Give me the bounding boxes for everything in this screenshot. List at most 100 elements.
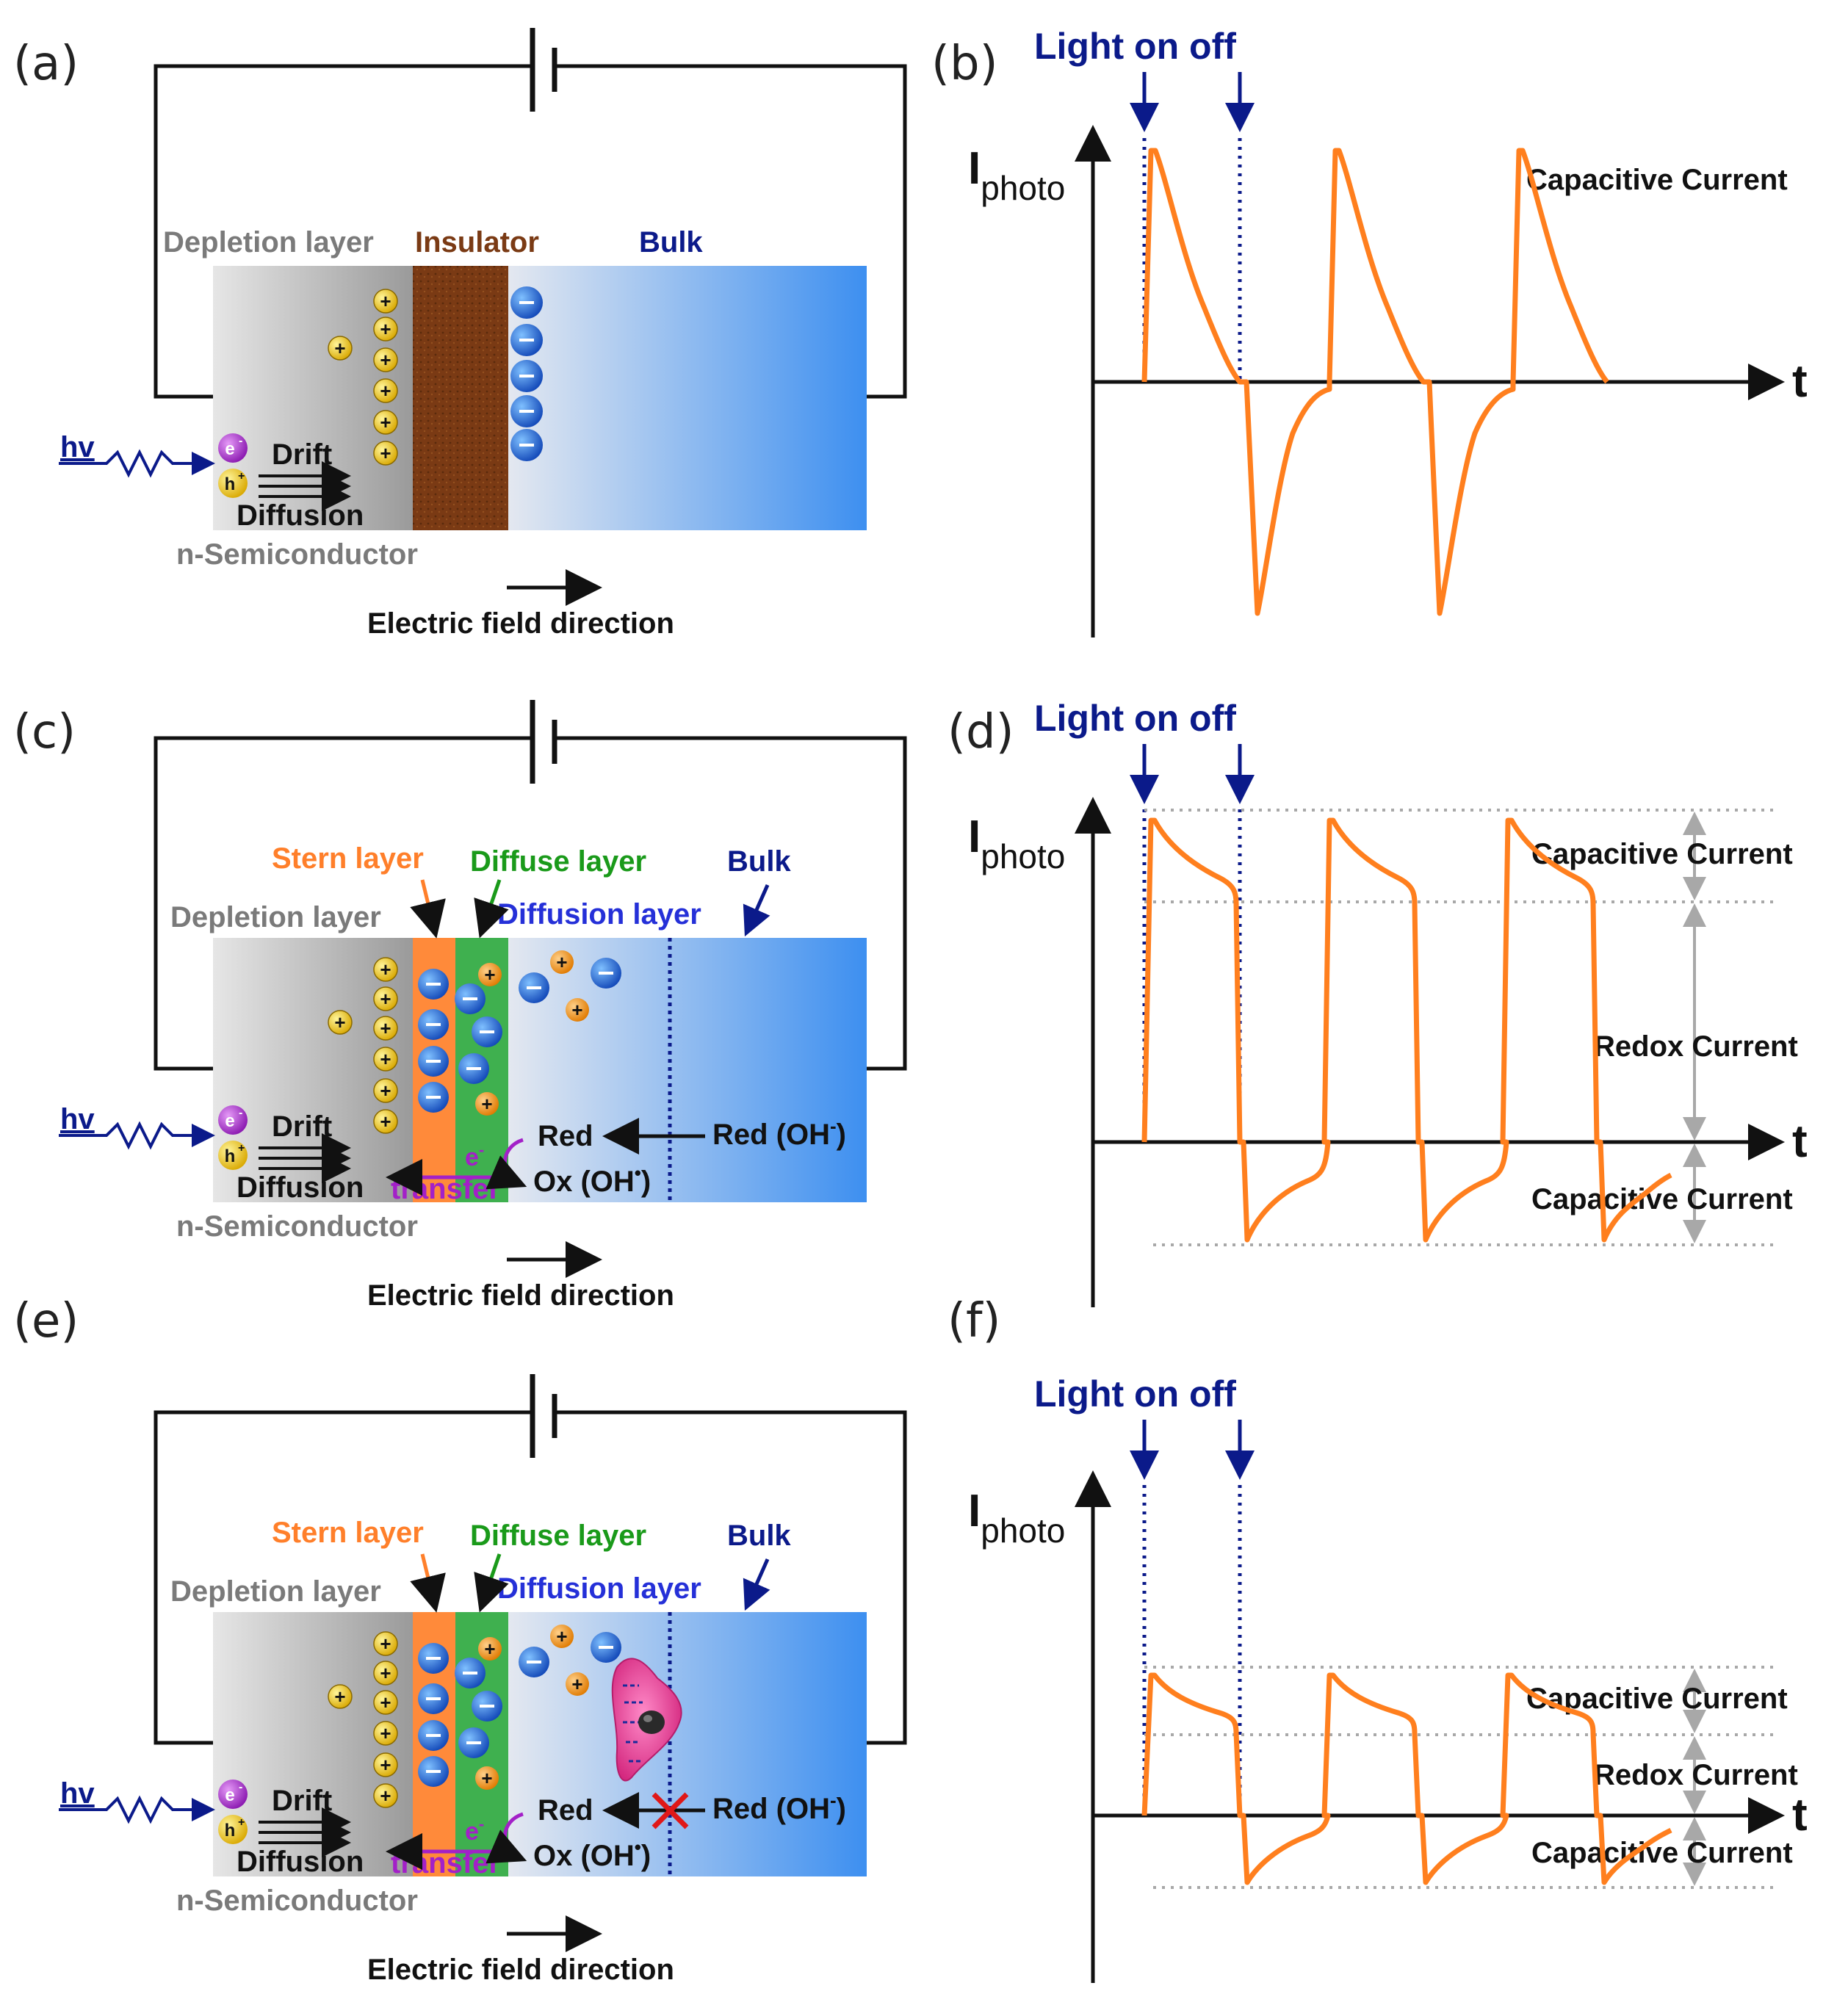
red-label: Red (538, 1120, 593, 1152)
drift-arrows (259, 1807, 351, 1857)
hole-charge: + (373, 378, 398, 403)
svg-text:+: + (380, 988, 391, 1010)
svg-text:+: + (484, 964, 495, 986)
counter-ion: + (475, 1766, 499, 1790)
svg-text:+: + (380, 1080, 391, 1102)
bulk-label: Bulk (727, 845, 791, 878)
electron-charge (418, 969, 449, 1000)
electron-charge (418, 1720, 449, 1751)
hole-charge: + (373, 1631, 398, 1656)
insulator-region (413, 266, 508, 530)
circuit-wire (154, 736, 907, 1071)
bulk-label: Bulk (727, 1520, 791, 1552)
x-axis-label: t (1792, 1116, 1808, 1167)
electron-charge (455, 983, 486, 1014)
hole-symbol: h+ (218, 469, 248, 498)
capacitive-current-top-label: Capacitive Current (1531, 838, 1793, 870)
electron-charge (418, 1009, 449, 1040)
drift-label: Drift (272, 1785, 332, 1817)
circuit-wire (154, 64, 907, 399)
semiconductor-label: n-Semiconductor (176, 538, 418, 571)
panel-a-diagram: Depletion layer Insulator Bulk + + + + +… (59, 28, 907, 640)
electron-symbol: e- (218, 433, 248, 463)
electron-charge (519, 972, 549, 1003)
photon-arrow (59, 1121, 215, 1150)
electron-charge (519, 1647, 549, 1677)
capacitive-current-label: Capacitive Current (1526, 164, 1788, 196)
panel-d-plot: Light on off Iphoto t Capacitive Current… (968, 698, 1808, 1307)
svg-text:+: + (571, 1673, 582, 1695)
diffuse-pointer (474, 879, 509, 939)
hv-label: hv (60, 1777, 95, 1810)
diffusion-label: Diffusion (237, 499, 364, 532)
panel-c-diagram: Stern layer Diffuse layer Bulk Depletion… (59, 700, 907, 1312)
reference-lines (1144, 809, 1777, 1246)
hole-charge: + (373, 441, 398, 466)
reference-lines (1144, 1666, 1777, 1889)
svg-text:+: + (334, 1686, 345, 1708)
electron-charge (510, 395, 543, 427)
svg-text:+: + (380, 380, 391, 402)
panel-label-d: (d) (948, 705, 1014, 759)
svg-text:e: e (225, 1111, 234, 1131)
red-label: Red (538, 1794, 593, 1827)
svg-text:+: + (380, 1110, 391, 1132)
electron-charge (591, 1632, 621, 1663)
hole-charge: + (373, 317, 398, 342)
semiconductor-label: n-Semiconductor (176, 1885, 418, 1917)
redox-current-label: Redox Current (1594, 1030, 1798, 1063)
svg-text:+: + (380, 1691, 391, 1713)
electron-charge (510, 286, 543, 319)
stern-pointer (410, 879, 446, 939)
electron-charge (418, 1756, 449, 1787)
negative-charges: + + + + (418, 950, 621, 1116)
panel-label-b: (b) (931, 37, 998, 91)
svg-text:+: + (556, 1625, 567, 1647)
electron-charge (591, 958, 621, 989)
svg-text:-: - (239, 1107, 242, 1119)
insulator-label: Insulator (415, 226, 539, 259)
counter-ion: + (475, 1092, 499, 1116)
red-oh-label: Red (OH-) (712, 1789, 846, 1825)
bulk-region (508, 266, 867, 530)
bulk-pointer (743, 884, 770, 937)
hole-charge: + (373, 289, 398, 314)
hole-charge: + (328, 1684, 353, 1709)
efield-label: Electric field direction (367, 1279, 674, 1312)
hv-label: hv (60, 1103, 95, 1135)
positive-charges: + + + + + + + (328, 957, 398, 1134)
diffusion-layer-label: Diffusion layer (497, 1572, 701, 1605)
drift-arrows (259, 1133, 351, 1183)
svg-text:+: + (380, 318, 391, 340)
hole-charge: + (373, 1661, 398, 1686)
svg-text:e: e (225, 439, 234, 459)
bulk-region (508, 1612, 867, 1876)
svg-text:h: h (225, 474, 236, 494)
svg-text:+: + (334, 1011, 345, 1033)
svg-text:+: + (238, 1142, 245, 1155)
ox-oh-label: Ox (OH•) (533, 1162, 651, 1198)
redox-curve (486, 1138, 527, 1190)
electron-charge (418, 1643, 449, 1674)
diffuse-layer-label: Diffuse layer (470, 845, 646, 878)
panel-label-f: (f) (948, 1294, 1000, 1348)
hv-label: hv (60, 431, 95, 463)
svg-text:+: + (334, 337, 345, 359)
drift-arrows (259, 461, 351, 511)
diffusion-label: Diffusion (237, 1846, 364, 1878)
svg-text:+: + (380, 349, 391, 371)
capacitive-current-bottom-label: Capacitive Current (1531, 1183, 1793, 1215)
svg-text:+: + (571, 999, 582, 1021)
svg-text:+: + (380, 442, 391, 464)
svg-text:+: + (481, 1767, 492, 1789)
counter-ion: + (566, 1672, 589, 1696)
svg-text:+: + (380, 411, 391, 433)
efield-label: Electric field direction (367, 1954, 674, 1986)
electron-charge (455, 1658, 486, 1688)
bulk-region (508, 938, 867, 1202)
electron-charge (458, 1727, 489, 1758)
diffuse-pointer (474, 1553, 509, 1613)
photon-arrow (59, 449, 215, 478)
blocked-cross-icon (652, 1792, 689, 1829)
counter-ion: + (478, 963, 502, 986)
